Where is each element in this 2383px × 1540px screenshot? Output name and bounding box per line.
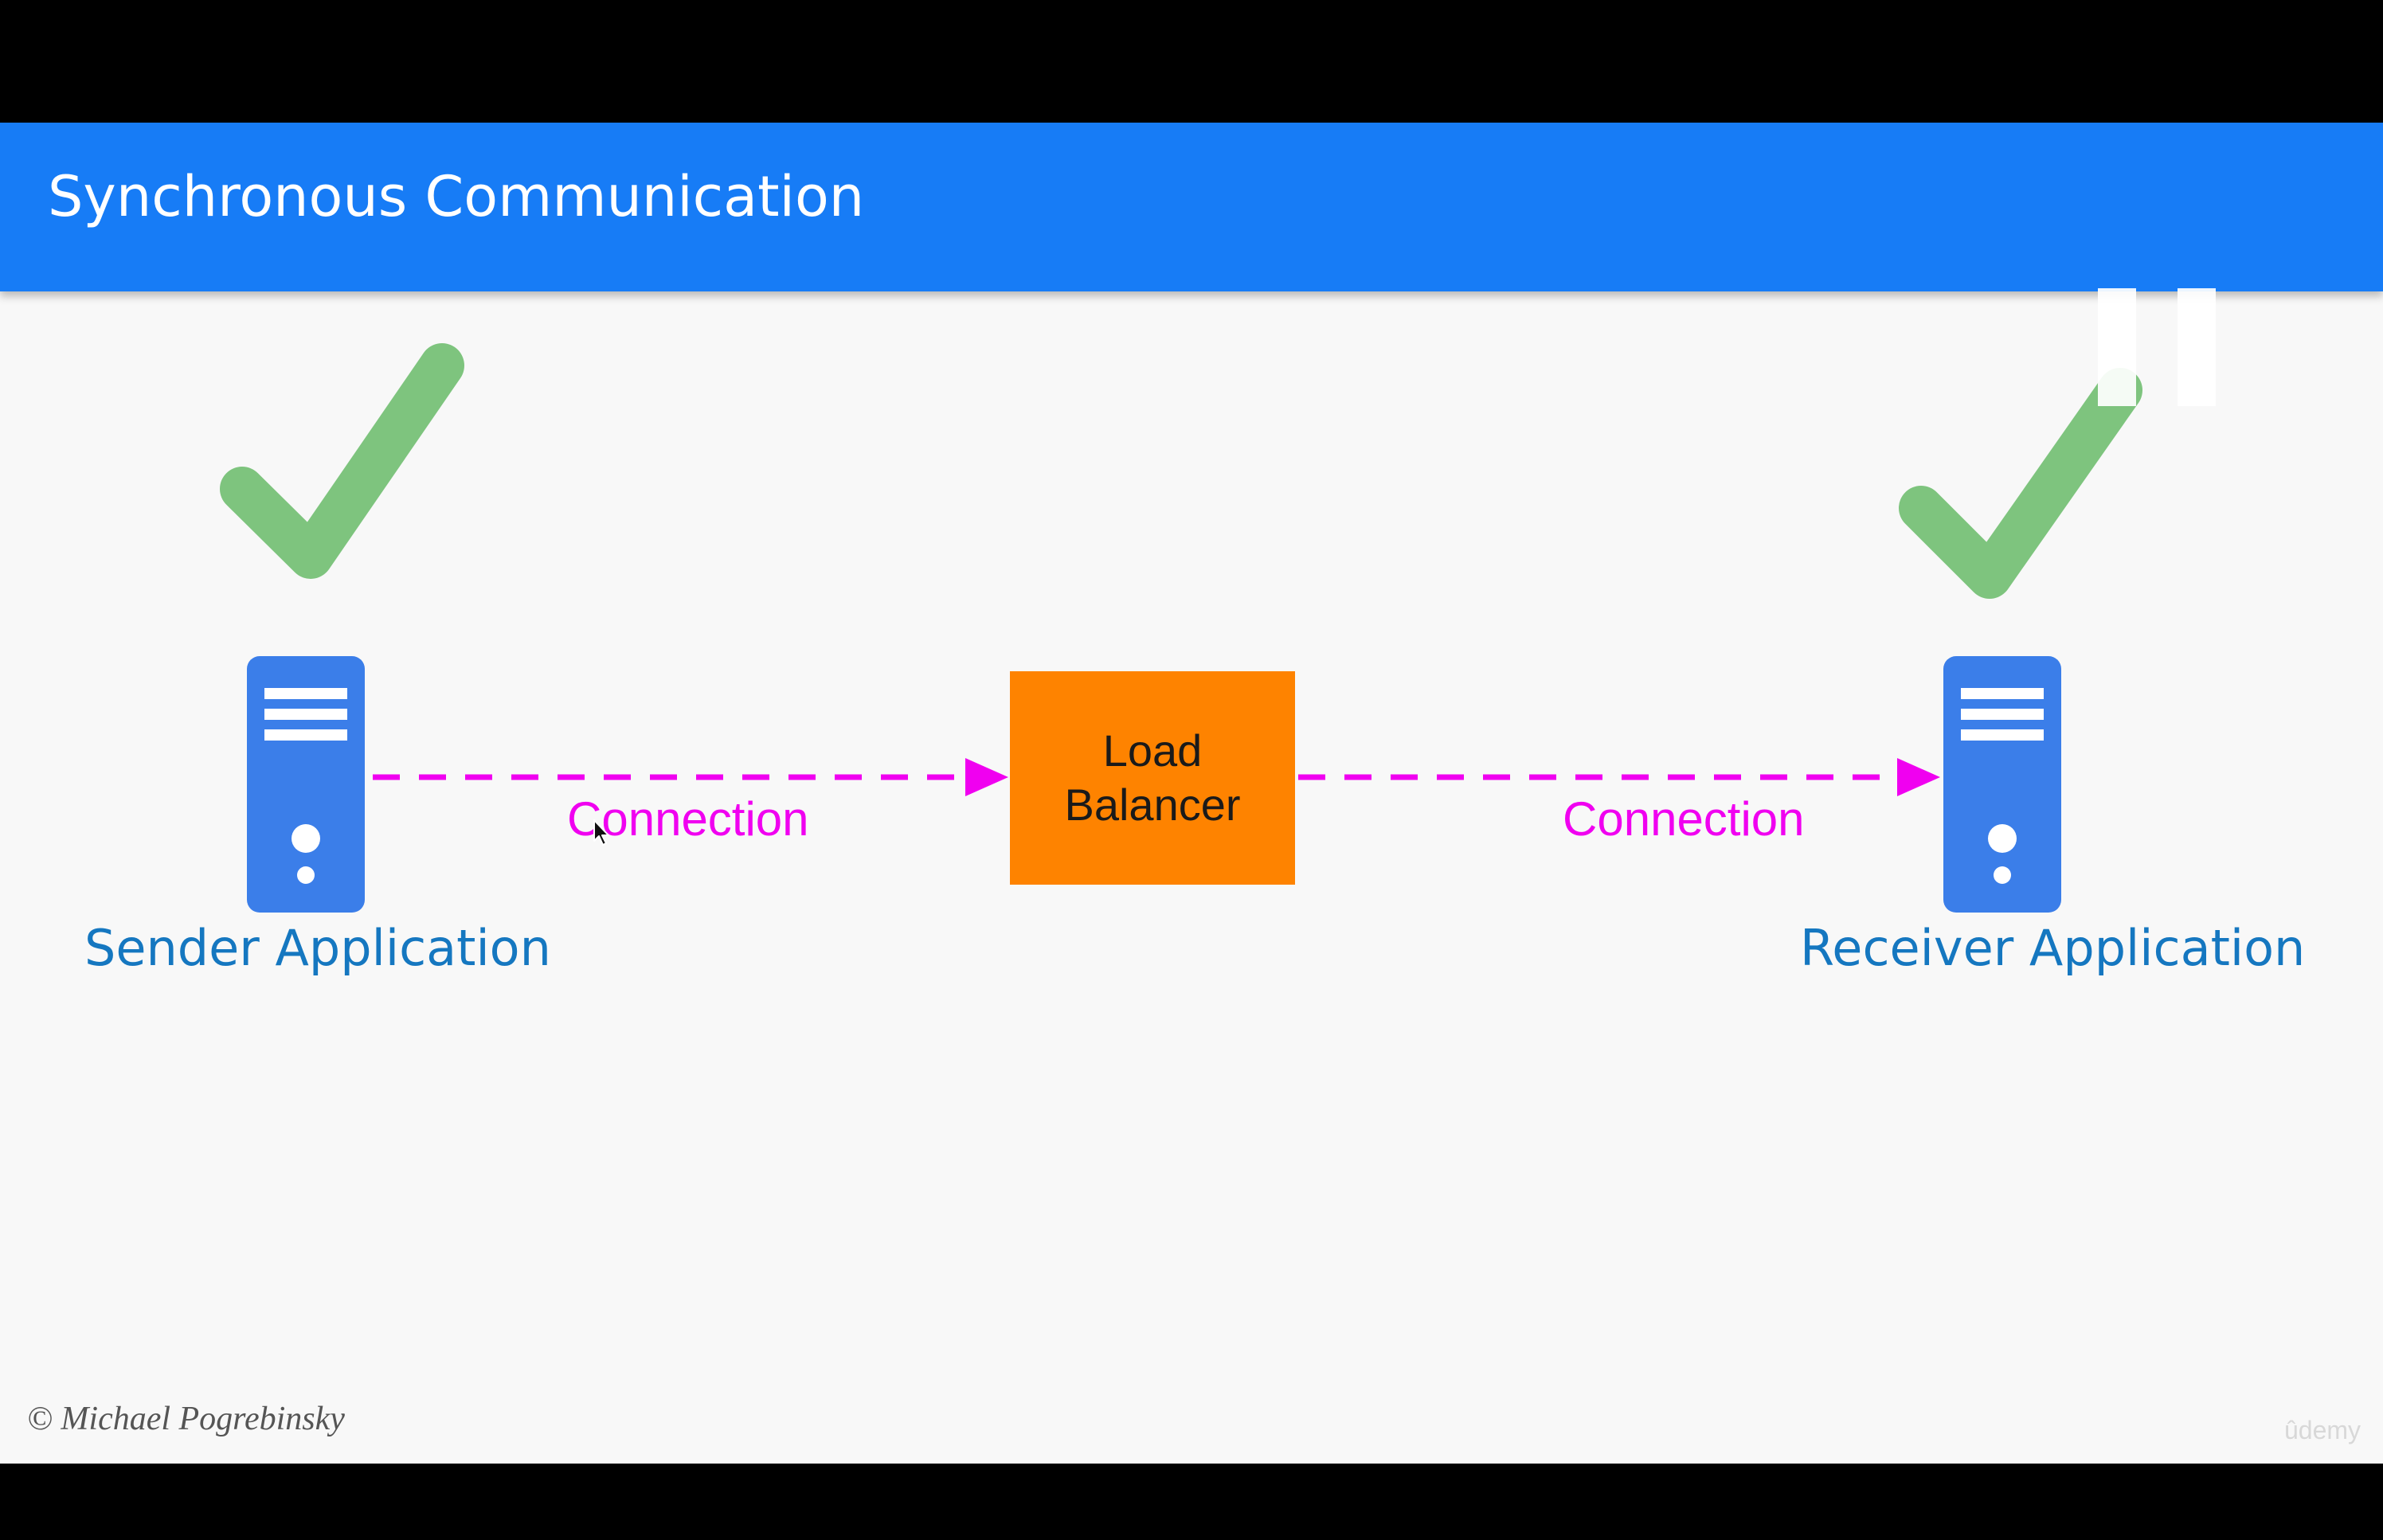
sender-application-label: Sender Application xyxy=(84,919,551,977)
receiver-server-icon xyxy=(1943,656,2061,913)
sender-server-icon xyxy=(247,656,365,913)
slide-title: Synchronous Communication xyxy=(48,164,865,229)
receiver-application-label: Receiver Application xyxy=(1800,919,2306,977)
sender-checkmark-icon xyxy=(220,343,464,579)
pause-icon[interactable] xyxy=(2098,288,2217,406)
load-balancer-label: Load Balancer xyxy=(1064,725,1241,830)
receiver-checkmark-icon xyxy=(1899,368,2142,599)
udemy-watermark: ûdemy xyxy=(2284,1416,2361,1444)
connection-arrow-right xyxy=(1298,758,1940,796)
slide: Synchronous Communication xyxy=(0,123,2383,1464)
mouse-cursor-icon xyxy=(593,819,609,846)
connection-arrow-left xyxy=(373,758,1008,796)
slide-header: Synchronous Communication xyxy=(0,123,2383,291)
load-balancer-box: Load Balancer xyxy=(1010,671,1295,885)
pause-bar-right xyxy=(2178,288,2216,406)
connection-label-left: Connection xyxy=(567,792,809,846)
copyright-notice: © Michael Pogrebinsky xyxy=(27,1401,345,1437)
connection-label-right: Connection xyxy=(1563,792,1805,846)
pause-bar-left xyxy=(2098,288,2136,406)
diagram xyxy=(220,343,2142,913)
